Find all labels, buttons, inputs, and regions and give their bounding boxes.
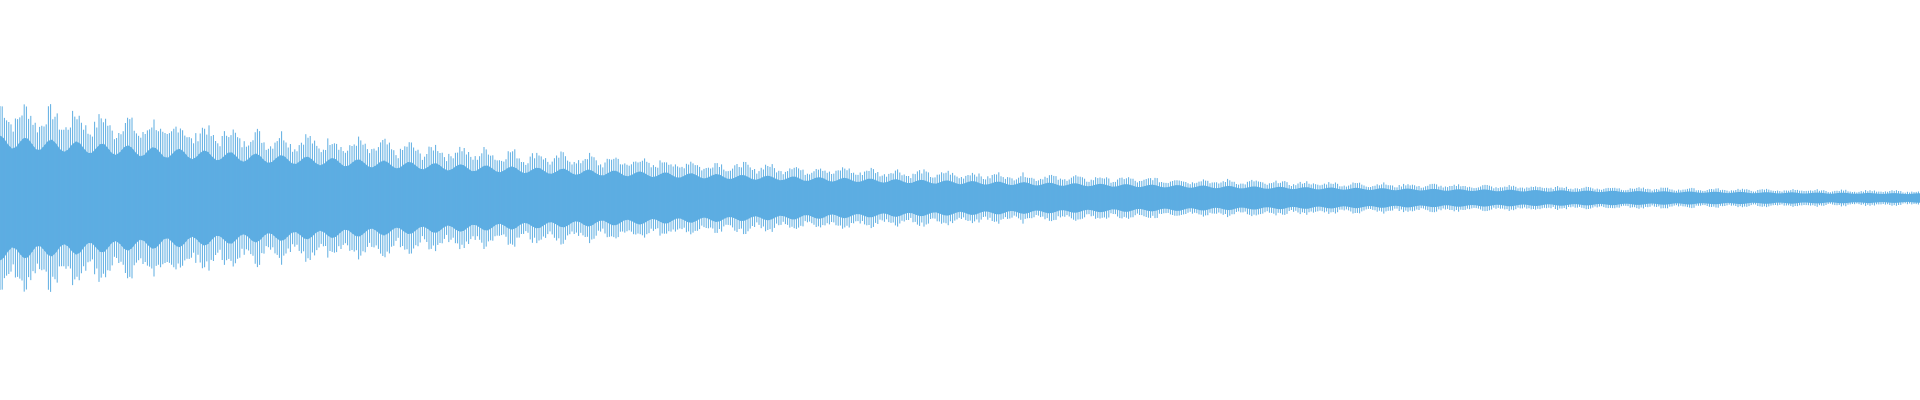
- waveform-core: [0, 135, 1920, 261]
- waveform-core-area: [0, 135, 1920, 261]
- waveform-samples: [0, 104, 1919, 292]
